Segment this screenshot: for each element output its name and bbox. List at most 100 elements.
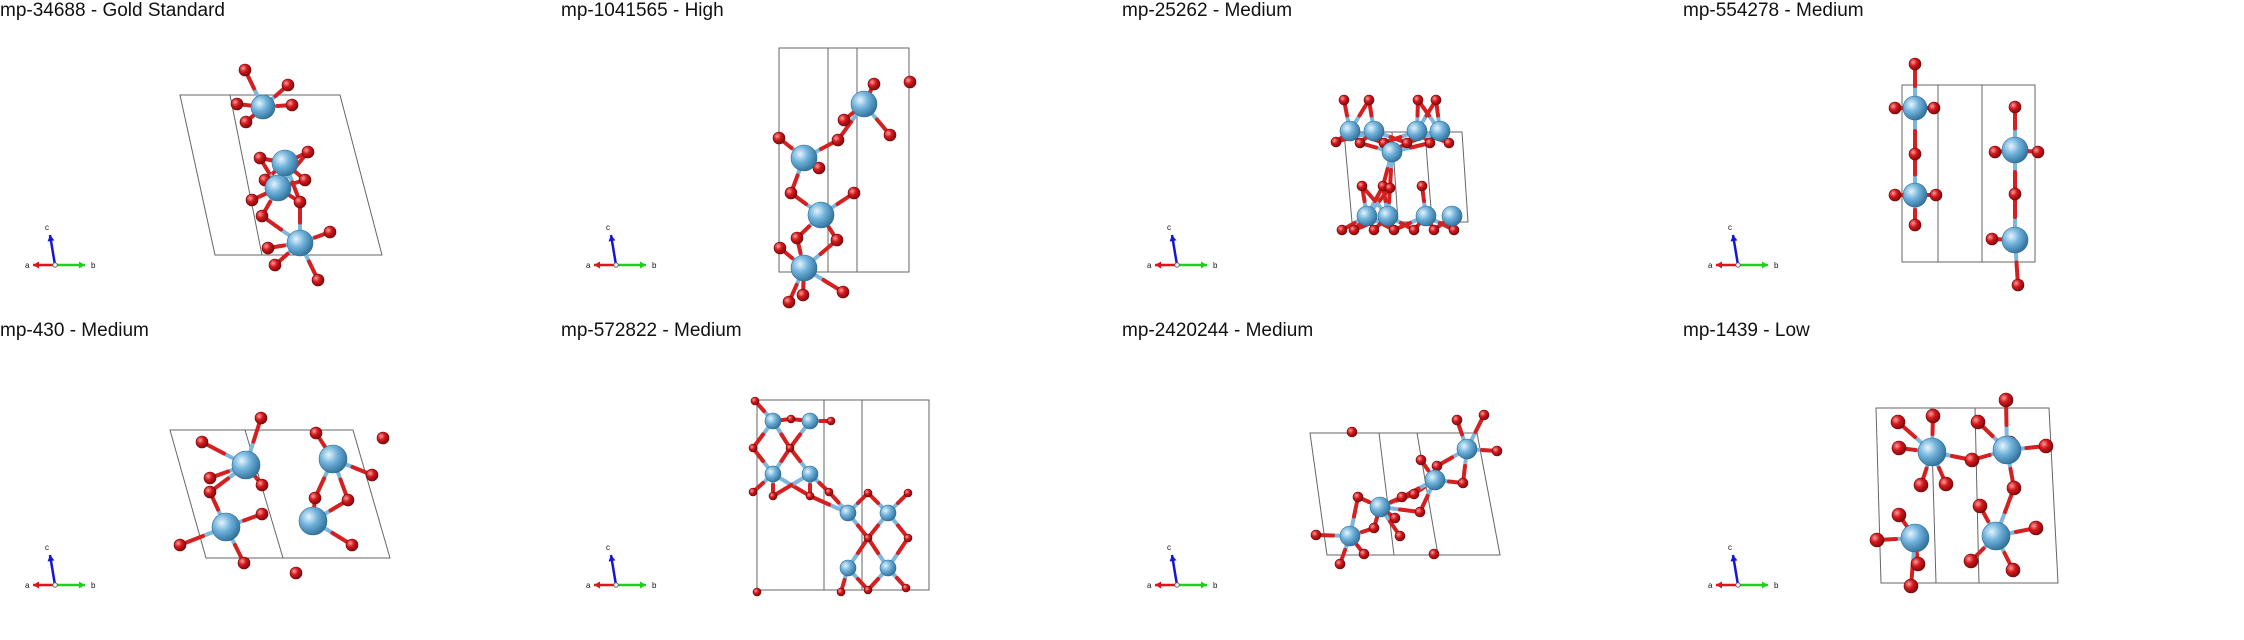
- oxygen-atom: [1431, 460, 1443, 472]
- metal-atom: [1902, 182, 1928, 208]
- axis-a-label: a: [25, 261, 30, 270]
- oxygen-atom: [1352, 491, 1364, 503]
- oxygen-atom: [255, 507, 269, 521]
- axis-a-label: a: [586, 261, 591, 270]
- oxygen-atom: [748, 443, 758, 453]
- metal-atom: [801, 412, 819, 430]
- metal-atom: [264, 174, 292, 202]
- metal-atom: [1381, 141, 1403, 163]
- axis-origin: [52, 582, 58, 588]
- axis-a-arrow: [594, 261, 616, 269]
- oxygen-atom: [2028, 520, 2044, 536]
- oxygen-atom: [1348, 224, 1360, 236]
- oxygen-atom: [1929, 188, 1943, 202]
- oxygen-atom: [903, 533, 913, 543]
- oxygen-atom: [830, 233, 844, 247]
- oxygen-atom: [1448, 224, 1460, 236]
- oxygen-atom: [2008, 187, 2022, 201]
- axis-b-arrow: [55, 261, 85, 269]
- oxygen-atom: [239, 115, 253, 129]
- axis-b-label: b: [91, 261, 96, 270]
- oxygen-atom: [903, 488, 913, 498]
- xyz-axes-icon: a b c: [25, 223, 96, 270]
- oxygen-atom: [281, 78, 295, 92]
- metal-atom: [1339, 525, 1361, 547]
- oxygen-atom: [1891, 440, 1907, 456]
- oxygen-atom: [255, 209, 269, 223]
- oxygen-atom: [1998, 392, 2014, 408]
- axis-origin: [1174, 262, 1180, 268]
- axis-b-arrow: [1177, 261, 1207, 269]
- oxygen-atom: [173, 538, 187, 552]
- axis-c-label: c: [1167, 543, 1171, 552]
- axis-c-label: c: [45, 543, 49, 552]
- oxygen-atom: [1888, 101, 1902, 115]
- axis-origin: [613, 262, 619, 268]
- unit-cell-outline: [179, 94, 383, 256]
- oxygen-atom: [341, 493, 355, 507]
- oxygen-atom: [1491, 445, 1503, 457]
- metal-atom: [801, 465, 819, 483]
- oxygen-atom: [345, 538, 359, 552]
- oxygen-atom: [1428, 224, 1440, 236]
- metal-atom: [1363, 120, 1385, 142]
- oxygen-atom: [308, 491, 322, 505]
- oxygen-atom: [1903, 578, 1919, 594]
- oxygen-atom: [268, 258, 282, 272]
- oxygen-atom: [2008, 100, 2022, 114]
- axis-a-label: a: [1708, 581, 1713, 590]
- axis-b-label: b: [1774, 581, 1779, 590]
- oxygen-atom: [836, 285, 850, 299]
- oxygen-atom: [285, 98, 299, 112]
- panel-title: mp-554278 - Medium: [1683, 0, 1864, 21]
- oxygen-atom: [376, 431, 390, 445]
- axis-c-label: c: [45, 223, 49, 232]
- oxygen-atom: [311, 273, 325, 287]
- metal-atom: [790, 144, 818, 172]
- axis-c-arrow: [608, 554, 618, 586]
- oxygen-atom: [289, 566, 303, 580]
- oxygen-atom: [1346, 426, 1358, 438]
- oxygen-atom: [1336, 224, 1348, 236]
- oxygen-atom: [773, 241, 787, 255]
- oxygen-atom: [784, 186, 798, 200]
- unit-cell-outline: [1309, 432, 1501, 556]
- oxygen-atom: [1368, 522, 1380, 534]
- axis-b-arrow: [1177, 581, 1207, 589]
- oxygen-atom: [2006, 480, 2022, 496]
- oxygen-atom: [790, 231, 804, 245]
- oxygen-atom: [782, 295, 796, 309]
- metal-atom: [1369, 496, 1391, 518]
- axis-a-arrow: [1155, 581, 1177, 589]
- metal-atom: [1900, 523, 1930, 553]
- unit-cell-outline: [1875, 407, 2059, 584]
- panel-title: mp-430 - Medium: [0, 320, 149, 341]
- unit-cell-outline: [169, 429, 391, 559]
- axis-origin: [1735, 582, 1741, 588]
- metal-atom: [271, 149, 299, 177]
- metal-atom: [298, 506, 328, 536]
- axis-c-arrow: [1730, 554, 1740, 586]
- metal-atom: [1981, 521, 2011, 551]
- axis-b-label: b: [1774, 261, 1779, 270]
- oxygen-atom: [238, 63, 252, 77]
- panel-title: mp-25262 - Medium: [1122, 0, 1293, 21]
- oxygen-atom: [1908, 147, 1922, 161]
- metal-atom: [879, 559, 897, 577]
- metal-atom: [807, 201, 835, 229]
- axis-a-label: a: [1147, 581, 1152, 590]
- metal-atom: [764, 465, 782, 483]
- oxygen-atom: [203, 485, 217, 499]
- oxygen-atom: [1888, 188, 1902, 202]
- oxygen-atom: [836, 587, 846, 597]
